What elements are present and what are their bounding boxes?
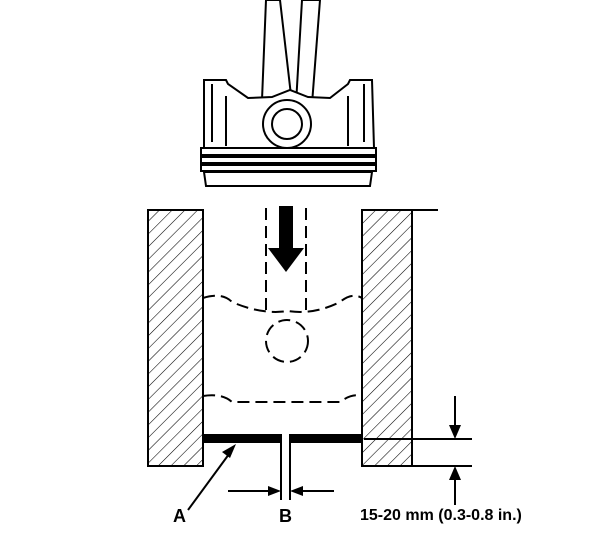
upper-piston	[200, 79, 377, 187]
leader-a	[187, 444, 236, 511]
connecting-rod	[260, 0, 322, 106]
spacer-a	[203, 434, 362, 500]
label-a: A	[173, 506, 186, 526]
dimension-label: 15-20 mm (0.3-0.8 in.)	[360, 507, 522, 524]
insertion-arrow	[268, 206, 304, 272]
dimension-arrows	[364, 396, 472, 505]
gap-b-arrows	[228, 486, 334, 496]
piston-in-cylinder	[202, 208, 363, 403]
label-b: B	[279, 506, 292, 526]
